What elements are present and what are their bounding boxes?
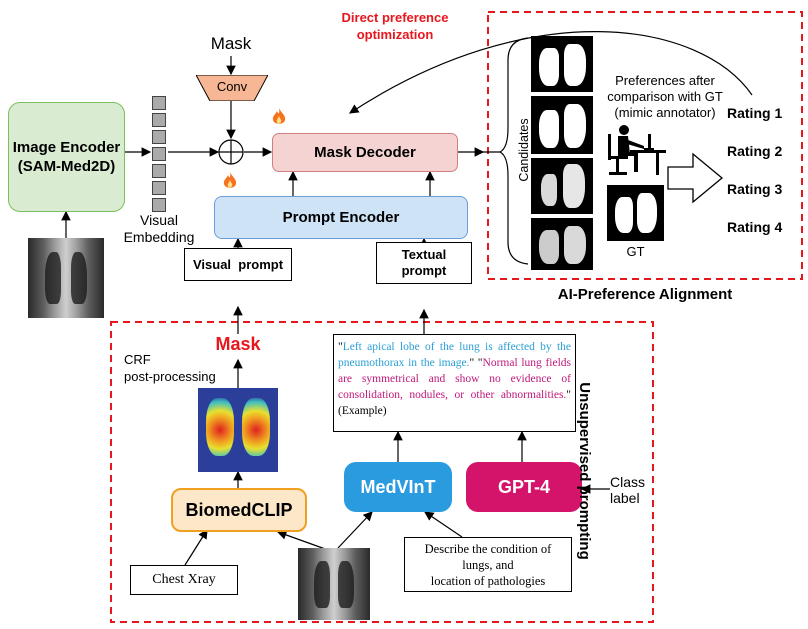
candidate-mask-3 xyxy=(531,158,593,214)
normal-quote: Normal lung fields are symmetrical and s… xyxy=(338,357,571,401)
crf-label: CRF post-processing xyxy=(124,352,216,384)
rating-3: Rating 3 xyxy=(727,181,783,197)
chest-xray-text-box: Chest Xray xyxy=(130,565,238,595)
biomedclip-block: BiomedCLIP xyxy=(171,488,307,532)
example-tag: (Example) xyxy=(338,405,387,417)
rating-arrow xyxy=(667,152,724,204)
candidate-mask-4 xyxy=(531,218,593,270)
image-encoder-block: Image Encoder (SAM-Med2D) xyxy=(8,102,125,212)
visual-prompt-box: Visual prompt xyxy=(184,248,292,281)
rating-4: Rating 4 xyxy=(727,219,783,235)
flame-icon xyxy=(272,108,286,124)
preferences-text: Preferences after comparison with GT (mi… xyxy=(607,73,723,120)
visual-embedding-stack xyxy=(152,96,166,215)
prompt-encoder-block: Prompt Encoder xyxy=(214,196,468,239)
visual-embedding-label: Visual Embedding xyxy=(123,212,195,245)
flame-icon xyxy=(223,172,237,188)
abnormal-quote: Left apical lobe of the lung is affected… xyxy=(338,341,571,369)
gt-label: GT xyxy=(626,244,645,259)
mask-input-label: Mask xyxy=(210,34,252,53)
class-label-text: Class label xyxy=(610,474,646,506)
candidate-mask-1 xyxy=(531,36,593,92)
rating-1: Rating 1 xyxy=(727,105,783,121)
mask-decoder-block: Mask Decoder xyxy=(272,133,458,172)
ai-preference-title: AI-Preference Alignment xyxy=(557,286,733,303)
textual-prompt-box: Textual prompt xyxy=(376,242,472,284)
ground-truth-mask xyxy=(607,185,664,241)
chest-xray-image-bottom xyxy=(298,548,370,620)
conv-label: Conv xyxy=(216,79,248,94)
heatmap-image xyxy=(198,388,278,472)
gpt4-block: GPT-4 xyxy=(466,462,582,512)
annotator-icon xyxy=(608,125,666,175)
dpo-arrow xyxy=(348,31,753,114)
mask-output-label: Mask xyxy=(215,334,261,354)
medvint-block: MedVInT xyxy=(344,462,452,512)
ai-preference-region xyxy=(487,11,803,280)
candidates-brace xyxy=(498,37,529,265)
question-prompt-box: Describe the condition of lungs, and loc… xyxy=(404,537,572,592)
rating-2: Rating 2 xyxy=(727,143,783,159)
conv-block xyxy=(196,75,268,101)
chest-xray-image xyxy=(28,238,104,318)
example-prompt-box: "Left apical lobe of the lung is affecte… xyxy=(333,334,576,432)
candidate-mask-2 xyxy=(531,96,593,154)
dpo-title: Direct preference optimization xyxy=(341,10,449,42)
unsupervised-region xyxy=(110,321,654,623)
unsupervised-prompting-label: Unsupervised prompting xyxy=(576,382,593,560)
